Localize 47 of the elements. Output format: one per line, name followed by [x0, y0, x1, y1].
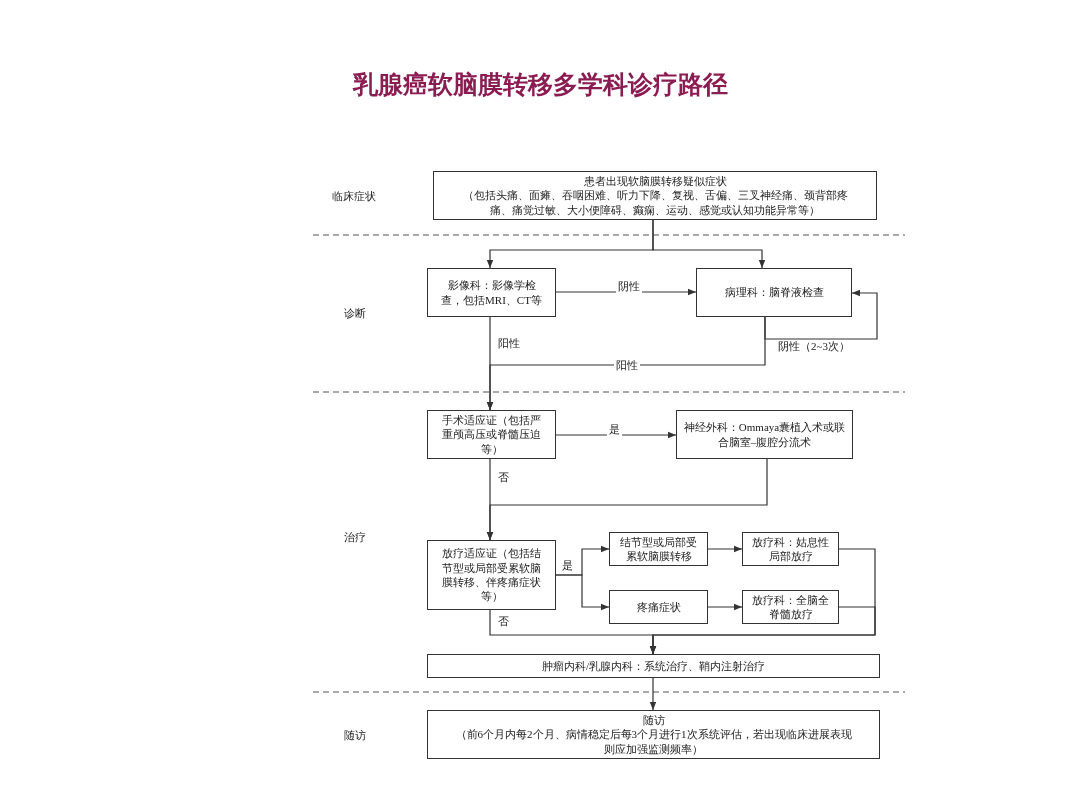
- process-box: [433, 171, 877, 220]
- edge-label: 阳性: [614, 359, 640, 373]
- process-box: [427, 540, 556, 610]
- box-text: 手术适应证（包括严重颅高压或脊髓压迫等）: [441, 413, 542, 456]
- box-text: 影像科：影像学检查，包括MRI、CT等: [440, 278, 543, 307]
- edge-label: 是: [560, 559, 575, 573]
- box-text: （前6个月内每2个月、病情稳定后每3个月进行1次系统评估，若出现临床进展表现则应加强监测频率）: [454, 727, 853, 756]
- edge-label: 阳性: [496, 337, 522, 351]
- process-box: [742, 590, 839, 624]
- edge-label: 否: [496, 615, 511, 629]
- edge-label: 阴性: [616, 280, 642, 294]
- edge-label: 是: [607, 423, 622, 437]
- arrow: [486, 458, 768, 541]
- box-heading: 患者出现软脑膜转移疑似症状: [583, 174, 727, 189]
- box-text: 放疗科：全脑全脊髓放疗: [751, 592, 830, 622]
- box-text: 疼痛症状: [636, 599, 681, 615]
- section-label: 治疗: [344, 530, 366, 545]
- arrow: [489, 609, 657, 655]
- section-label: 诊断: [344, 306, 366, 321]
- arrow: [555, 431, 677, 439]
- box-heading: 随访: [642, 713, 665, 728]
- box-text: （包括头痛、面瘫、吞咽困难、听力下降、复视、舌偏、三叉神经痛、颈背部疼痛、痛觉过敏、大小便障碍、癫痫、运动、感觉或认知功能异常等）: [461, 188, 849, 217]
- box-text: 结节型或局部受累软脑膜转移: [619, 534, 698, 564]
- box-text: 放疗科：姑息性局部放疗: [751, 534, 830, 564]
- box-text: 神经外科：Ommaya囊植入术或联合脑室–腹腔分流术: [683, 420, 846, 449]
- process-box: [696, 268, 852, 317]
- title: 乳腺癌软脑膜转移多学科诊疗路径: [351, 69, 729, 101]
- edge-label: 否: [496, 471, 511, 485]
- process-box: [427, 654, 880, 678]
- arrow: [649, 677, 657, 711]
- process-box: [427, 268, 556, 317]
- arrow: [652, 219, 766, 269]
- arrow: [707, 545, 743, 553]
- arrow: [707, 603, 743, 611]
- process-box: [676, 410, 853, 459]
- box-text: 放疗适应证（包括结节型或局部受累软脑膜转移、伴疼痛症状等）: [441, 546, 542, 604]
- process-box: [742, 532, 839, 566]
- process-box: [427, 710, 880, 759]
- process-box: [427, 410, 556, 459]
- box-text: 肿瘤内科/乳腺内科：系统治疗、鞘内注射治疗: [541, 658, 766, 674]
- process-box: [609, 590, 708, 624]
- box-text: 病理科：脑脊液检查: [724, 285, 824, 300]
- arrow: [555, 574, 610, 611]
- section-label: 临床症状: [332, 189, 376, 204]
- arrow: [764, 289, 878, 340]
- process-box: [609, 532, 708, 566]
- section-label: 随访: [344, 728, 366, 743]
